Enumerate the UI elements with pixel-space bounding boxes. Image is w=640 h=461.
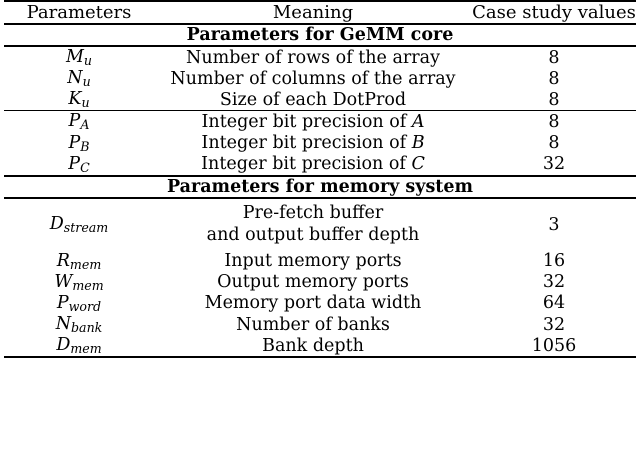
header-meaning: Meaning [154,0,472,25]
table-row: Nbank Number of banks 32 [4,314,636,335]
param-meaning: Number of banks [236,314,390,335]
param-symbol: Dmem [4,335,154,359]
param-subscript: u [81,95,90,111]
table-row: Dmem Bank depth 1056 [4,335,636,359]
param-meaning: Output memory ports [217,272,409,293]
param-value: 1056 [472,335,636,359]
header-parameters: Parameters [4,0,154,25]
param-value: 8 [548,47,560,68]
param-symbol: Wmem [54,271,104,293]
param-symbol: Mu [65,47,93,69]
param-meaning: Integer bit precision of B [201,133,425,154]
table-row: Pword Memory port data width 64 [4,293,636,314]
param-subscript: mem [70,341,102,357]
param-value: 64 [542,293,566,314]
table-row: Rmem Input memory ports 16 [4,251,636,272]
param-meaning: Number of rows of the array [186,47,440,68]
param-subscript: bank [71,320,103,336]
param-value: 8 [548,133,560,154]
param-symbol: Dstream [49,214,109,236]
param-meaning: Size of each DotProd [219,89,407,110]
section-title-text: Parameters for memory system [4,174,636,199]
parameter-table-container: Parameters Meaning Case study values Par… [4,0,636,359]
table-row: Nu Number of columns of the array 8 [4,68,636,89]
param-value: 16 [542,251,566,272]
param-subscript: A [80,117,90,133]
param-meaning: Bank depth [154,335,472,359]
param-meaning: Number of columns of the array [170,68,456,89]
table-header-row: Parameters Meaning Case study values [4,0,636,25]
param-value: 8 [472,110,636,133]
param-symbol: PA [4,110,154,133]
param-subscript: word [68,299,102,315]
table-row: Ku Size of each DotProd 8 [4,89,636,111]
table-row: Wmem Output memory ports 32 [4,272,636,293]
param-symbol: Nbank [55,314,103,336]
parameter-table: Parameters Meaning Case study values Par… [4,0,636,359]
param-value: 8 [548,68,560,89]
param-symbol: PB [68,132,90,154]
param-symbol: Rmem [56,250,102,272]
param-meaning: Memory port data width [204,293,422,314]
param-subscript: mem [69,256,102,272]
param-subscript: u [83,53,93,69]
param-meaning: Integer bit precision of A [154,110,472,133]
param-subscript: stream [63,220,109,236]
param-value: 32 [542,314,566,335]
section-title-text: Parameters for GeMM core [4,24,636,47]
param-symbol: Pword [56,292,102,315]
header-values: Case study values [472,0,636,25]
param-symbol: PC [68,153,90,175]
param-value: 3 [548,214,560,235]
param-value: 8 [548,89,560,110]
table-row: PC Integer bit precision of C 32 [4,154,636,176]
param-symbol: Ku [68,89,90,111]
param-subscript: mem [72,277,104,293]
param-subscript: C [80,159,90,175]
param-subscript: B [80,138,90,154]
table-row: PA Integer bit precision of A 8 [4,110,636,133]
param-meaning: Input memory ports [224,251,402,272]
param-value: 32 [542,154,566,175]
table-row: Mu Number of rows of the array 8 [4,46,636,68]
param-meaning: Integer bit precision of C [201,154,425,175]
param-value: 32 [542,272,566,293]
section-title-gemm-core: Parameters for GeMM core [4,24,636,47]
table-row: PB Integer bit precision of B 8 [4,133,636,154]
param-subscript: u [82,74,91,90]
section-title-memory-system: Parameters for memory system [4,174,636,199]
param-symbol: Nu [67,68,91,90]
